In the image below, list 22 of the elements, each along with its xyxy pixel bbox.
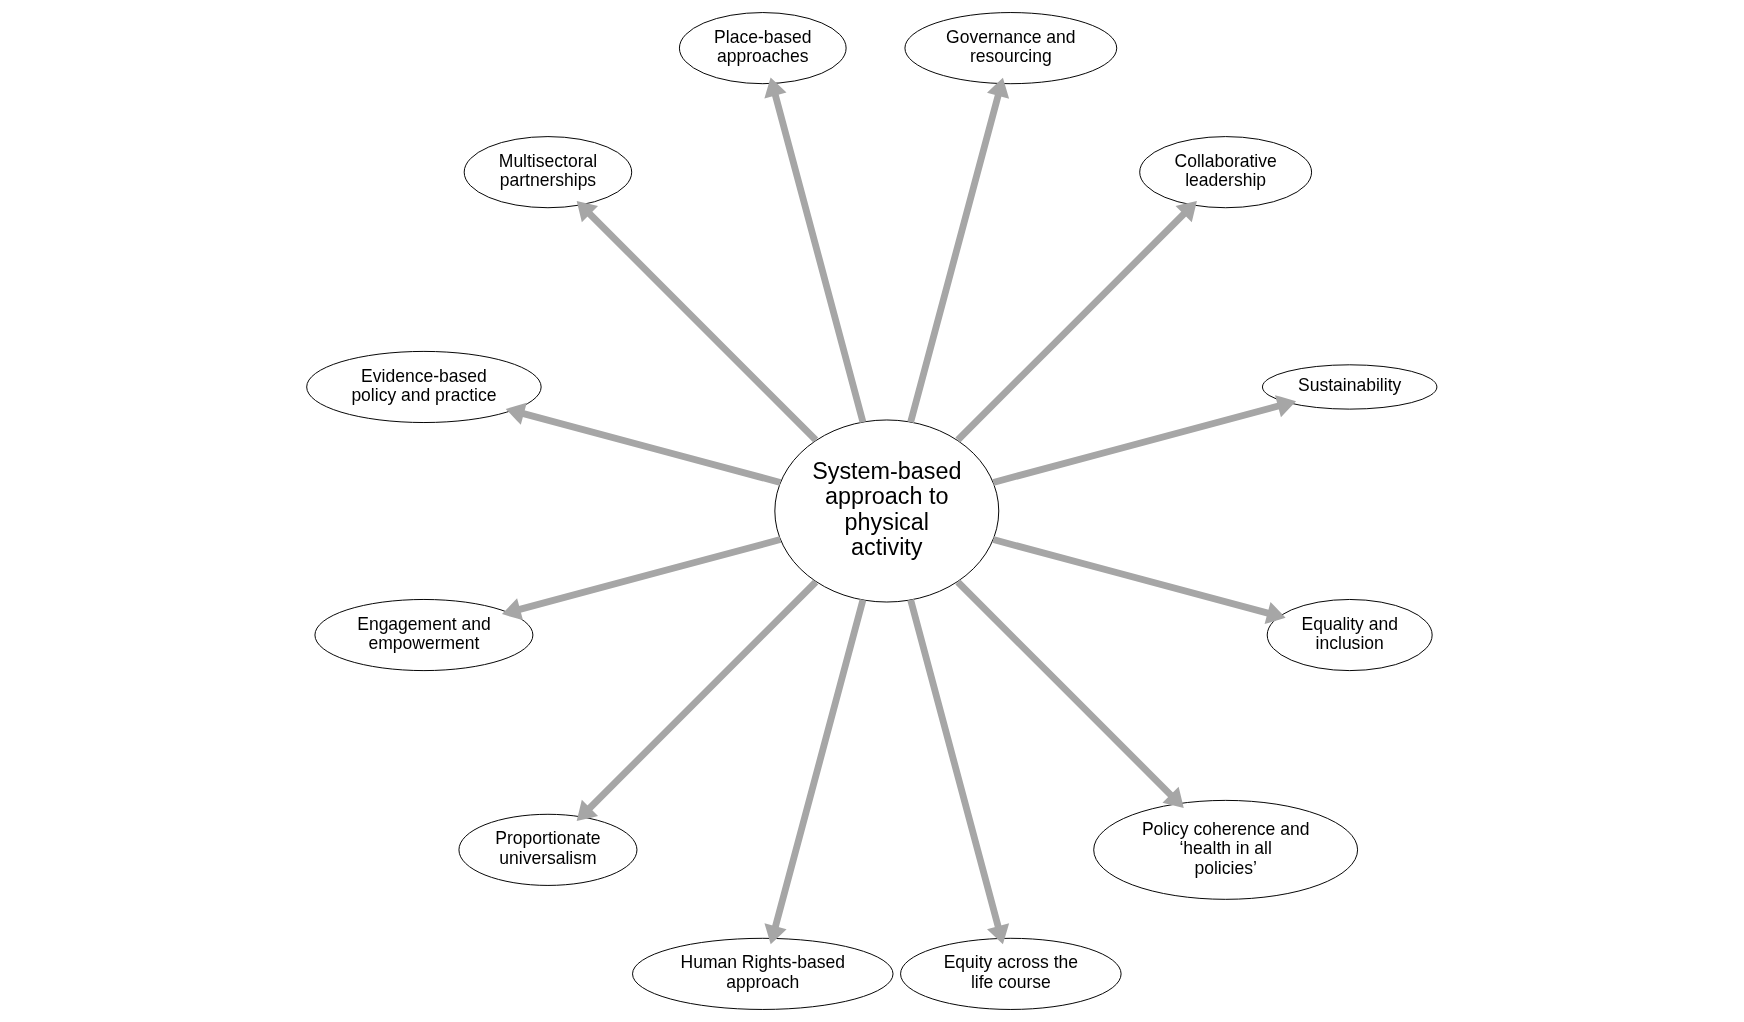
node-ellipse: Sustainability: [1261, 364, 1438, 410]
arrow: [955, 200, 1197, 443]
arrow: [992, 395, 1297, 486]
node-ellipse: Collaborative leadership: [1139, 136, 1313, 209]
arrow: [502, 536, 782, 621]
arrow: [764, 599, 867, 945]
arrow: [992, 536, 1286, 625]
arrow: [955, 579, 1184, 808]
node-ellipse: Equity across the life course: [900, 937, 1122, 1010]
arrow: [764, 77, 867, 423]
arrow: [505, 402, 782, 486]
node-ellipse: Multisectoral partnerships: [463, 136, 633, 209]
node-ellipse: System-based approach to physical activity: [774, 419, 1000, 603]
node-ellipse: Governance and resourcing: [904, 12, 1118, 85]
node-ellipse: Human Rights-based approach: [632, 937, 894, 1010]
arrow: [907, 599, 1010, 945]
node-ellipse: Proportionate universalism: [458, 813, 638, 886]
arrow: [576, 200, 819, 443]
node-ellipse: Policy coherence and ‘health in all policies’: [1093, 799, 1359, 900]
arrow: [576, 579, 819, 822]
arrow: [907, 77, 1010, 423]
node-ellipse: Place-based approaches: [678, 12, 847, 85]
